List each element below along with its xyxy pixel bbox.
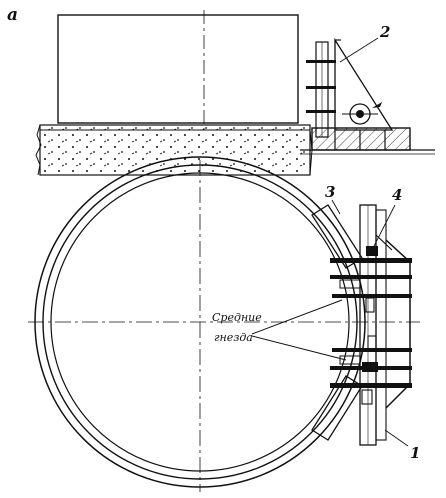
guide-bars (359, 204, 387, 446)
leader-2 (339, 37, 379, 63)
anchor-rods (306, 41, 336, 138)
leader-4 (371, 204, 396, 251)
cylinder-shell (57, 14, 299, 124)
tangent-beams (311, 204, 363, 441)
label-part-1: 1 (410, 444, 420, 462)
leader-3 (331, 199, 341, 215)
base-rail (300, 127, 435, 155)
elevation-view: 2 (35, 10, 435, 176)
socket-rods (330, 246, 412, 405)
label-part-4: 4 (392, 186, 402, 204)
label-part-2: 2 (379, 23, 390, 41)
frame-housing (385, 239, 411, 409)
label-part-3: 3 (325, 183, 335, 201)
bracket-part-2 (334, 37, 394, 131)
plan-view (28, 156, 420, 492)
label-middle-line1: Средние (212, 311, 262, 324)
label-middle-line2: гнезда (214, 331, 253, 344)
pointer-lower-socket (251, 335, 347, 361)
leader-1 (384, 429, 409, 447)
panel-letter: а (7, 5, 18, 25)
pointer-upper-socket (251, 299, 343, 335)
